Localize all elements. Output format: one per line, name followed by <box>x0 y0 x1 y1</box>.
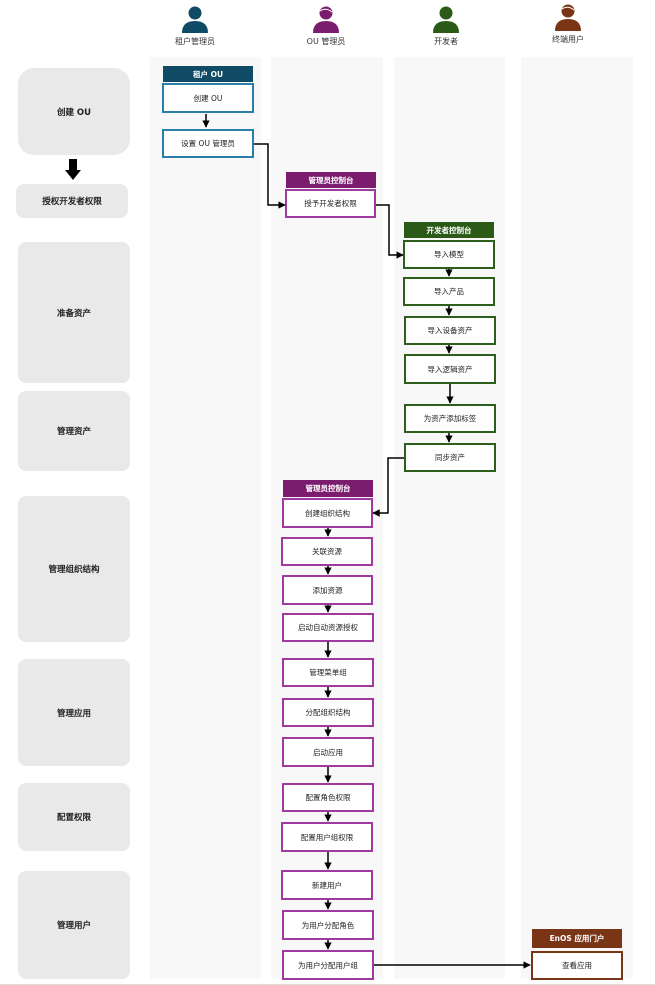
console-developer: 开发者控制台 <box>404 222 494 238</box>
step-start-app: 启动应用 <box>282 737 374 767</box>
person-icon <box>313 6 339 33</box>
step-assign-group: 为用户分配用户组 <box>282 950 374 980</box>
actor-ou-admin: OU 管理员 <box>286 4 366 47</box>
arrow-down-icon <box>65 159 81 180</box>
actor-label: 租户管理员 <box>175 37 215 46</box>
console-tenant-ou: 租户 OU <box>163 66 253 82</box>
step-grant-dev: 授予开发者权限 <box>285 189 376 218</box>
person-icon <box>433 6 459 33</box>
step-group-perm: 配置用户组权限 <box>281 822 373 852</box>
stage-config-perm: 配置权限 <box>18 783 130 851</box>
console-admin-1: 管理员控制台 <box>286 172 376 188</box>
stage-manage-assets: 管理资产 <box>18 391 130 471</box>
actor-end-user: 终端用户 <box>528 2 608 45</box>
person-icon <box>182 6 208 33</box>
lane-developer <box>394 57 505 979</box>
actor-tenant-admin: 租户管理员 <box>155 4 235 47</box>
lane-tenant-admin <box>150 57 261 979</box>
stage-manage-org: 管理组织结构 <box>18 496 130 642</box>
stage-manage-apps: 管理应用 <box>18 659 130 766</box>
step-set-ou-admin: 设置 OU 管理员 <box>162 129 254 158</box>
stage-create-ou: 创建 OU <box>18 68 130 155</box>
step-assign-role: 为用户分配角色 <box>282 910 374 940</box>
step-auto-auth: 启动自动资源授权 <box>282 613 374 642</box>
step-manage-menu: 管理菜单组 <box>282 658 374 687</box>
actor-label: OU 管理员 <box>306 37 346 46</box>
person-icon <box>555 4 581 31</box>
console-enos-portal: EnOS 应用门户 <box>532 929 622 948</box>
actor-developer: 开发者 <box>406 4 486 47</box>
console-admin-2: 管理员控制台 <box>283 480 373 497</box>
stage-prepare-assets: 准备资产 <box>18 242 130 383</box>
actor-label: 开发者 <box>434 37 458 46</box>
step-view-app: 查看应用 <box>531 951 623 980</box>
step-role-perm: 配置角色权限 <box>282 783 374 812</box>
lane-end-user <box>521 57 633 979</box>
step-create-org: 创建组织结构 <box>282 498 373 528</box>
step-assign-org: 分配组织结构 <box>282 698 374 727</box>
step-add-tag: 为资产添加标签 <box>404 404 496 433</box>
step-import-device: 导入设备资产 <box>404 316 496 345</box>
step-sync-assets: 同步资产 <box>404 443 496 472</box>
step-link-resource: 关联资源 <box>281 537 373 566</box>
step-create-ou: 创建 OU <box>162 83 254 113</box>
step-import-product: 导入产品 <box>403 277 495 306</box>
step-add-resource: 添加资源 <box>282 575 373 605</box>
actor-label: 终端用户 <box>552 35 584 44</box>
stage-grant-dev: 授权开发者权限 <box>16 184 128 218</box>
step-import-logic: 导入逻辑资产 <box>404 354 496 384</box>
stage-manage-users: 管理用户 <box>18 871 130 979</box>
step-import-model: 导入模型 <box>403 240 495 269</box>
step-new-user: 新建用户 <box>281 870 373 900</box>
